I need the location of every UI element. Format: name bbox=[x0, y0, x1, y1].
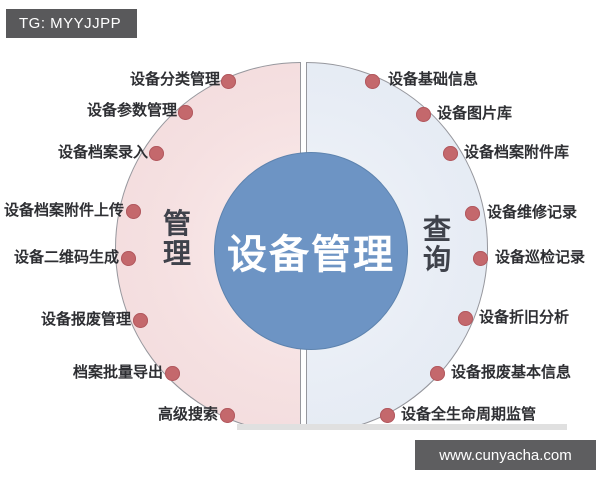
feature-label: 设备分类管理 bbox=[129, 71, 220, 88]
telegram-watermark: TG: MYYJJPP bbox=[6, 9, 137, 38]
feature-dot bbox=[458, 311, 473, 326]
feature-label: 设备巡检记录 bbox=[495, 249, 586, 266]
feature-label: 设备基础信息 bbox=[388, 71, 479, 88]
feature-dot bbox=[121, 251, 136, 266]
right-section-label: 查询 bbox=[422, 214, 451, 275]
feature-dot bbox=[221, 74, 236, 89]
site-watermark: www.cunyacha.com bbox=[415, 440, 596, 470]
feature-label: 高级搜索 bbox=[157, 406, 218, 423]
feature-dot bbox=[380, 408, 395, 423]
feature-label: 设备折旧分析 bbox=[479, 309, 570, 326]
feature-label: 设备档案附件上传 bbox=[3, 202, 124, 219]
feature-label: 设备图片库 bbox=[437, 105, 513, 122]
center-circle: 设备管理 bbox=[214, 152, 408, 350]
feature-dot bbox=[220, 408, 235, 423]
feature-dot bbox=[465, 206, 480, 221]
feature-label: 设备参数管理 bbox=[86, 102, 177, 119]
left-section-label: 管理 bbox=[162, 208, 191, 269]
feature-label: 设备二维码生成 bbox=[13, 249, 119, 266]
feature-dot bbox=[365, 74, 380, 89]
feature-label: 设备档案附件库 bbox=[464, 144, 570, 161]
feature-dot bbox=[133, 313, 148, 328]
bottom-gray-band bbox=[237, 424, 567, 431]
feature-dot bbox=[473, 251, 488, 266]
feature-label: 设备报废基本信息 bbox=[451, 364, 572, 381]
feature-dot bbox=[443, 146, 458, 161]
feature-label: 设备维修记录 bbox=[487, 204, 578, 221]
feature-label: 设备全生命周期监管 bbox=[401, 406, 537, 423]
feature-dot bbox=[178, 105, 193, 120]
feature-dot bbox=[416, 107, 431, 122]
feature-dot bbox=[165, 366, 180, 381]
feature-dot bbox=[430, 366, 445, 381]
center-title: 设备管理 bbox=[227, 233, 395, 277]
feature-dot bbox=[149, 146, 164, 161]
feature-label: 档案批量导出 bbox=[72, 364, 163, 381]
feature-label: 设备报废管理 bbox=[40, 311, 131, 328]
feature-label: 设备档案录入 bbox=[57, 144, 148, 161]
feature-dot bbox=[126, 204, 141, 219]
